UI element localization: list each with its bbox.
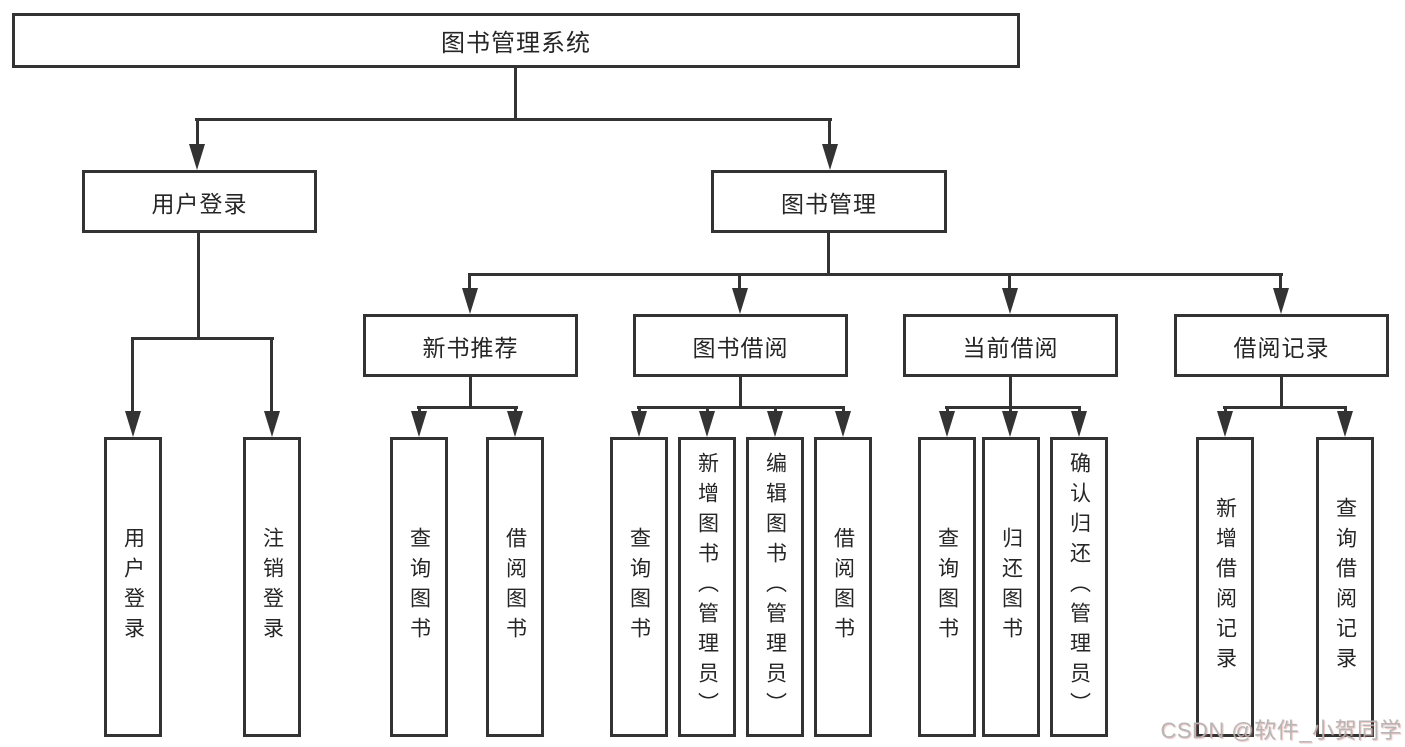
arrow-down xyxy=(835,411,851,437)
leaf-label: 注销登录 xyxy=(260,527,284,647)
connector-line xyxy=(270,337,273,415)
leaf-add-borrow-record: 新增借阅记录 xyxy=(1196,437,1254,737)
connector-line xyxy=(468,273,471,293)
connector-line xyxy=(738,273,741,293)
leaf-query-books: 查询图书 xyxy=(390,437,448,737)
node-label: 图书管理 xyxy=(781,190,877,217)
connector-line xyxy=(468,273,1283,276)
arrow-down xyxy=(732,288,748,314)
connector-line xyxy=(469,377,472,408)
arrow-down xyxy=(1217,411,1233,437)
connector-line xyxy=(706,406,709,415)
connector-line xyxy=(1224,406,1227,415)
connector-line xyxy=(1223,406,1347,409)
arrow-down xyxy=(631,411,647,437)
leaf-logout: 注销登录 xyxy=(243,437,301,737)
node-user-login: 用户登录 xyxy=(82,170,317,233)
connector-line xyxy=(1078,406,1081,415)
leaf-add-book-admin: 新增图书（管理员） xyxy=(678,437,736,737)
arrow-down xyxy=(822,144,838,170)
arrow-down xyxy=(264,411,280,437)
node-label: 借阅记录 xyxy=(1233,334,1330,361)
connector-line xyxy=(828,118,831,150)
connector-line xyxy=(132,337,274,340)
node-current-borrow: 当前借阅 xyxy=(903,314,1118,377)
connector-line xyxy=(1008,273,1011,293)
node-book-management: 图书管理 xyxy=(711,170,947,233)
arrow-down xyxy=(1002,288,1018,314)
arrow-down xyxy=(507,411,523,437)
connector-line xyxy=(1344,406,1347,415)
leaf-edit-book-admin: 编辑图书（管理员） xyxy=(746,437,804,737)
arrow-down xyxy=(1337,411,1353,437)
leaf-borrow-books: 借阅图书 xyxy=(486,437,544,737)
leaf-confirm-return-admin: 确认归还（管理员） xyxy=(1050,437,1108,737)
leaf-label: 查询图书 xyxy=(627,527,651,647)
arrow-down xyxy=(411,411,427,437)
leaf-label: 查询图书 xyxy=(407,527,431,647)
connector-line xyxy=(1279,273,1282,293)
leaf-user-login: 用户登录 xyxy=(104,437,162,737)
connector-line xyxy=(827,233,830,275)
arrow-down xyxy=(189,144,205,170)
connector-line xyxy=(1009,406,1012,415)
connector-line xyxy=(196,118,199,150)
leaf-query-borrow-record: 查询借阅记录 xyxy=(1316,437,1374,737)
connector-line xyxy=(638,406,641,415)
csdn-watermark: CSDN @软件_小贺同学 xyxy=(1160,718,1402,743)
arrow-down xyxy=(699,411,715,437)
leaf-label: 借阅图书 xyxy=(831,527,855,647)
node-label: 用户登录 xyxy=(151,190,248,217)
connector-line xyxy=(195,118,832,121)
arrow-down xyxy=(1273,288,1289,314)
node-label: 图书借阅 xyxy=(692,334,789,361)
node-borrow-records: 借阅记录 xyxy=(1174,314,1389,377)
node-label: 新书推荐 xyxy=(422,334,519,361)
connector-line xyxy=(197,233,200,339)
leaf-borrow-books: 借阅图书 xyxy=(814,437,872,737)
leaf-label: 查询借阅记录 xyxy=(1333,497,1357,677)
node-label: 图书管理系统 xyxy=(441,30,591,57)
connector-line xyxy=(842,406,845,415)
leaf-query-books: 查询图书 xyxy=(918,437,976,737)
leaf-label: 借阅图书 xyxy=(503,527,527,647)
leaf-label: 查询图书 xyxy=(935,527,959,647)
connector-line xyxy=(739,377,742,408)
leaf-label: 用户登录 xyxy=(121,527,145,647)
arrow-down xyxy=(939,411,955,437)
arrow-down xyxy=(767,411,783,437)
node-library-management-system: 图书管理系统 xyxy=(12,13,1020,68)
arrow-down xyxy=(462,288,478,314)
arrow-down xyxy=(125,411,141,437)
connector-line xyxy=(131,337,134,415)
node-new-book-recommend: 新书推荐 xyxy=(363,314,578,377)
connector-line xyxy=(514,68,517,121)
connector-line xyxy=(946,406,949,415)
connector-line xyxy=(1280,377,1283,408)
leaf-return-books: 归还图书 xyxy=(982,437,1040,737)
arrow-down xyxy=(1002,411,1018,437)
connector-line xyxy=(774,406,777,415)
arrow-down xyxy=(1071,411,1087,437)
leaf-label: 新增借阅记录 xyxy=(1213,497,1237,677)
connector-line xyxy=(637,406,845,409)
connector-line xyxy=(514,406,517,415)
node-label: 当前借阅 xyxy=(962,334,1059,361)
leaf-label: 新增图书（管理员） xyxy=(695,452,719,722)
connector-line xyxy=(417,406,518,409)
connector-line xyxy=(418,406,421,415)
node-book-borrow: 图书借阅 xyxy=(633,314,848,377)
leaf-query-books: 查询图书 xyxy=(610,437,668,737)
leaf-label: 编辑图书（管理员） xyxy=(763,452,787,722)
connector-line xyxy=(945,406,1081,409)
leaf-label: 归还图书 xyxy=(999,527,1023,647)
connector-line xyxy=(1009,377,1012,408)
leaf-label: 确认归还（管理员） xyxy=(1067,452,1091,722)
